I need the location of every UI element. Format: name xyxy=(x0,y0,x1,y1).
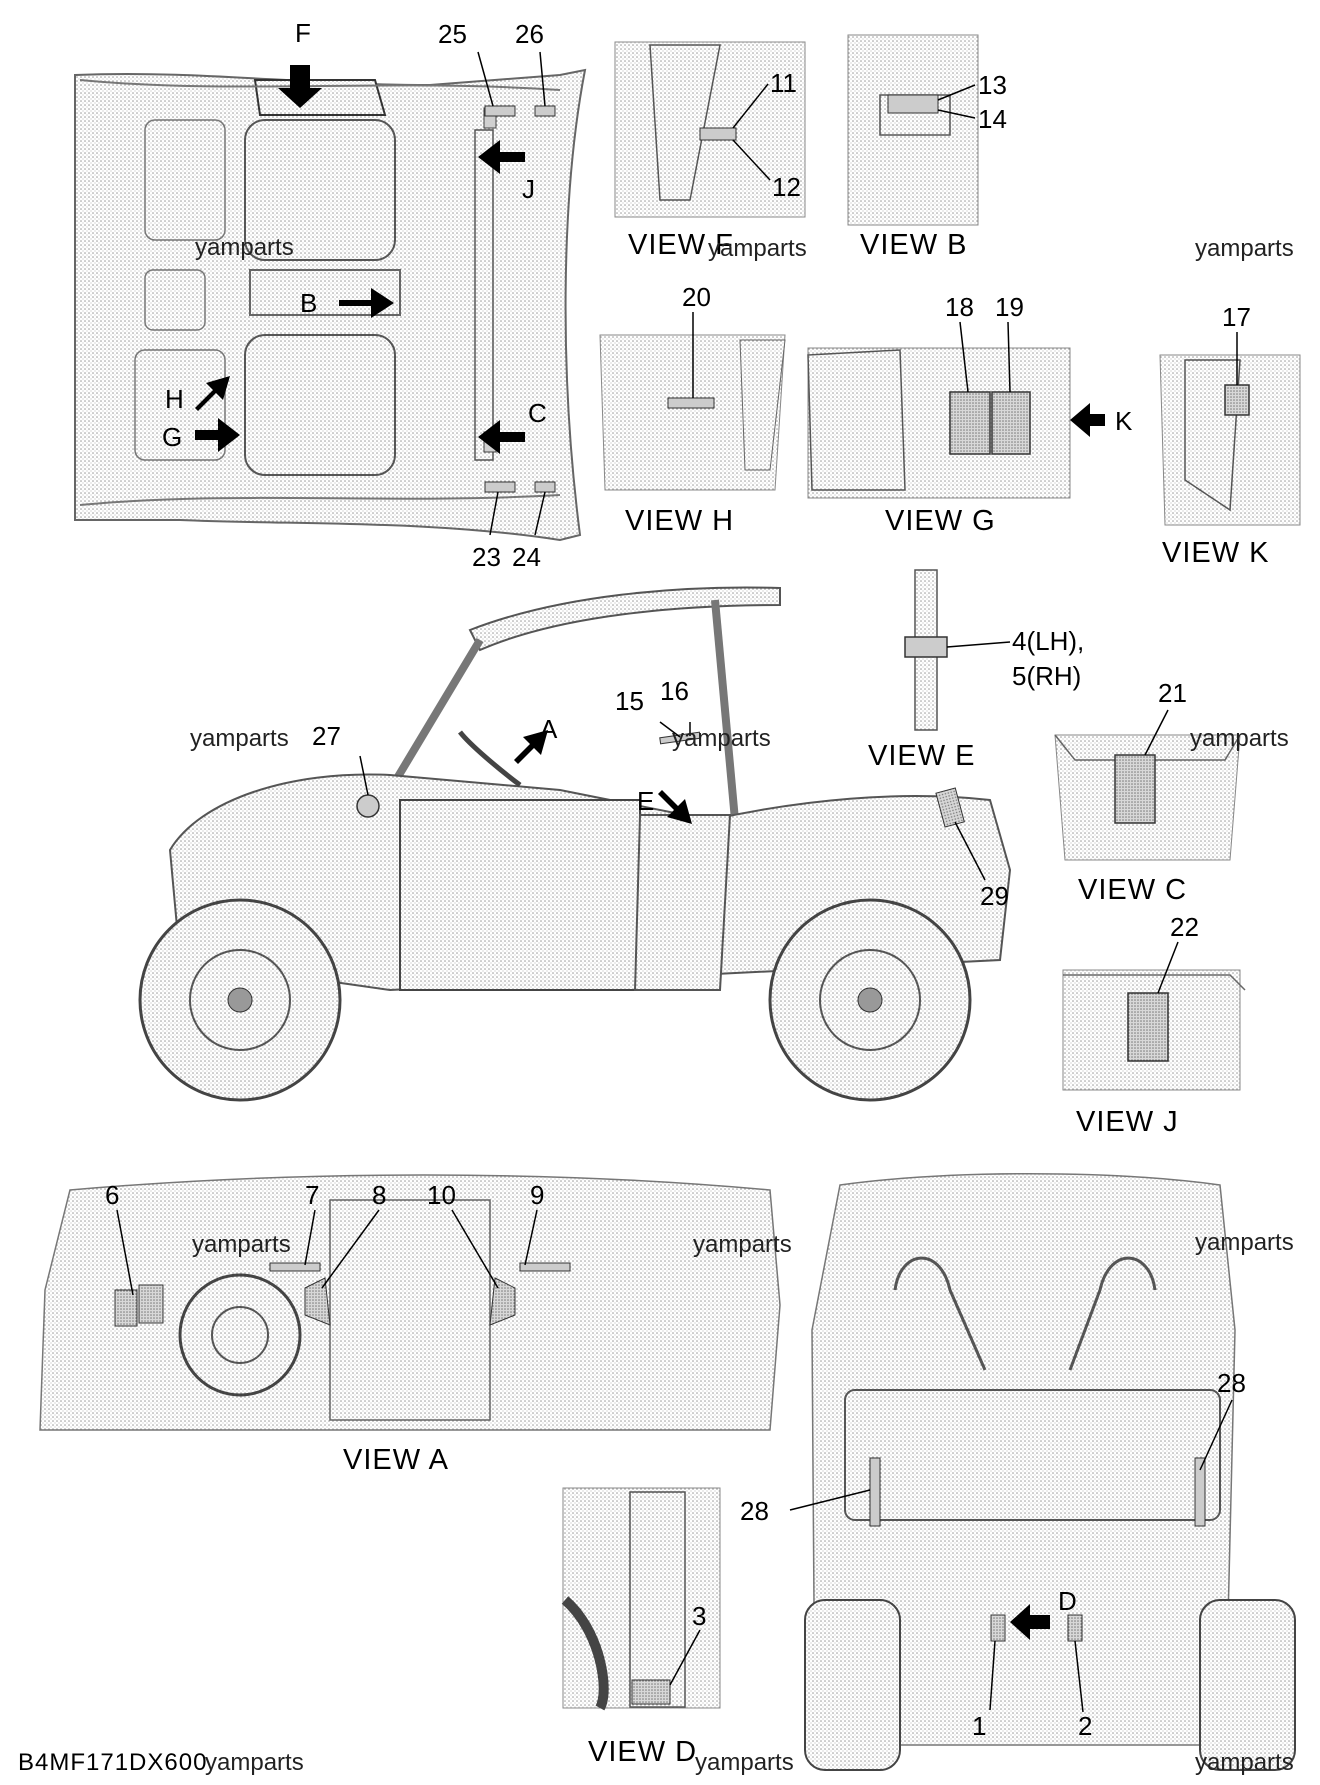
side-view-callouts: 27 A 15 16 E 29 yamparts yamparts xyxy=(190,676,1009,911)
view-f-panel: 11 12 VIEW F yamparts xyxy=(614,41,807,262)
callout-6: 6 xyxy=(105,1180,119,1210)
callout-21: 21 xyxy=(1158,678,1187,708)
callout-17: 17 xyxy=(1222,302,1251,332)
view-g-title: VIEW G xyxy=(885,505,996,537)
callout-22: 22 xyxy=(1170,912,1199,942)
view-h-panel: 20 VIEW H xyxy=(599,282,786,537)
arrow-label-a: A xyxy=(540,714,558,744)
callout-25: 25 xyxy=(438,19,467,49)
view-d-title: VIEW D xyxy=(588,1736,697,1768)
view-g-panel: 18 19 K VIEW G xyxy=(807,292,1133,537)
callout-14: 14 xyxy=(978,104,1007,134)
top-view-illustration xyxy=(74,51,587,542)
callout-27: 27 xyxy=(312,721,341,751)
view-c-panel: 21 yamparts VIEW C xyxy=(1054,678,1289,906)
callout-15: 15 xyxy=(615,686,644,716)
callout-8: 8 xyxy=(372,1180,386,1210)
watermark-side-left: yamparts xyxy=(190,725,289,752)
watermark-top-view: yamparts xyxy=(195,234,294,261)
callout-20: 20 xyxy=(682,282,711,312)
callout-9: 9 xyxy=(530,1180,544,1210)
callout-18: 18 xyxy=(945,292,974,322)
view-k-title: VIEW K xyxy=(1162,537,1270,569)
side-view-illustration xyxy=(138,586,1012,1102)
callout-7: 7 xyxy=(305,1180,319,1210)
watermark-top-right: yamparts xyxy=(1195,235,1294,262)
arrow-label-f: F xyxy=(295,18,311,48)
watermark-bottom-right: yamparts xyxy=(1195,1749,1294,1776)
watermark-view-f: yamparts xyxy=(708,235,807,262)
view-e-panel: 4(LH), 5(RH) VIEW E xyxy=(868,569,1084,772)
callout-28-right: 28 xyxy=(1217,1368,1246,1398)
view-e-title: VIEW E xyxy=(868,740,976,772)
watermark-view-d: yamparts xyxy=(695,1749,794,1776)
watermark-rear-view: yamparts xyxy=(1195,1229,1294,1256)
arrow-label-h: H xyxy=(165,384,184,414)
view-j-panel: 22 VIEW J xyxy=(1062,912,1246,1138)
view-a-panel: 6 7 8 10 9 yamparts yamparts VIEW A xyxy=(39,1174,792,1476)
callout-28-left: 28 xyxy=(740,1496,769,1526)
callout-23: 23 xyxy=(472,542,501,572)
callout-4-lh: 4(LH), xyxy=(1012,626,1084,656)
view-b-panel: 13 14 VIEW B xyxy=(847,34,1007,261)
arrow-label-j: J xyxy=(522,174,535,204)
view-f-title: VIEW F xyxy=(628,229,734,261)
arrow-label-g: G xyxy=(162,422,182,452)
view-d-panel: 3 VIEW D yamparts xyxy=(561,1487,794,1776)
arrow-label-k: K xyxy=(1115,406,1133,436)
watermark-side-center: yamparts xyxy=(672,725,771,752)
top-view-callouts: F 25 26 J B C H G 23 24 yamparts xyxy=(162,18,547,572)
view-j-title: VIEW J xyxy=(1076,1106,1179,1138)
view-h-title: VIEW H xyxy=(625,505,734,537)
rear-view-illustration: 28 28 D 1 2 yamparts xyxy=(740,1173,1296,1771)
callout-5-rh: 5(RH) xyxy=(1012,661,1081,691)
view-b-title: VIEW B xyxy=(860,229,968,261)
watermark-view-a-right: yamparts xyxy=(693,1231,792,1258)
arrow-label-e: E xyxy=(637,786,654,816)
watermark-view-c: yamparts xyxy=(1190,725,1289,752)
callout-10: 10 xyxy=(427,1180,456,1210)
watermark-bottom-left: yamparts xyxy=(205,1749,304,1776)
arrow-label-d: D xyxy=(1058,1586,1077,1616)
view-a-title: VIEW A xyxy=(343,1444,449,1476)
part-code: B4MF171DX600 xyxy=(18,1749,207,1776)
callout-19: 19 xyxy=(995,292,1024,322)
arrow-label-b: B xyxy=(300,288,317,318)
callout-11: 11 xyxy=(770,68,797,98)
callout-2: 2 xyxy=(1078,1711,1092,1741)
watermark-view-a-left: yamparts xyxy=(192,1231,291,1258)
view-k-panel: 17 VIEW K xyxy=(1159,302,1301,569)
callout-13: 13 xyxy=(978,70,1007,100)
callout-1: 1 xyxy=(972,1711,986,1741)
arrow-label-c: C xyxy=(528,398,547,428)
callout-16: 16 xyxy=(660,676,689,706)
callout-3: 3 xyxy=(692,1601,706,1631)
callout-24: 24 xyxy=(512,542,541,572)
callout-12: 12 xyxy=(772,172,801,202)
view-c-title: VIEW C xyxy=(1078,874,1187,906)
callout-26: 26 xyxy=(515,19,544,49)
callout-29: 29 xyxy=(980,881,1009,911)
